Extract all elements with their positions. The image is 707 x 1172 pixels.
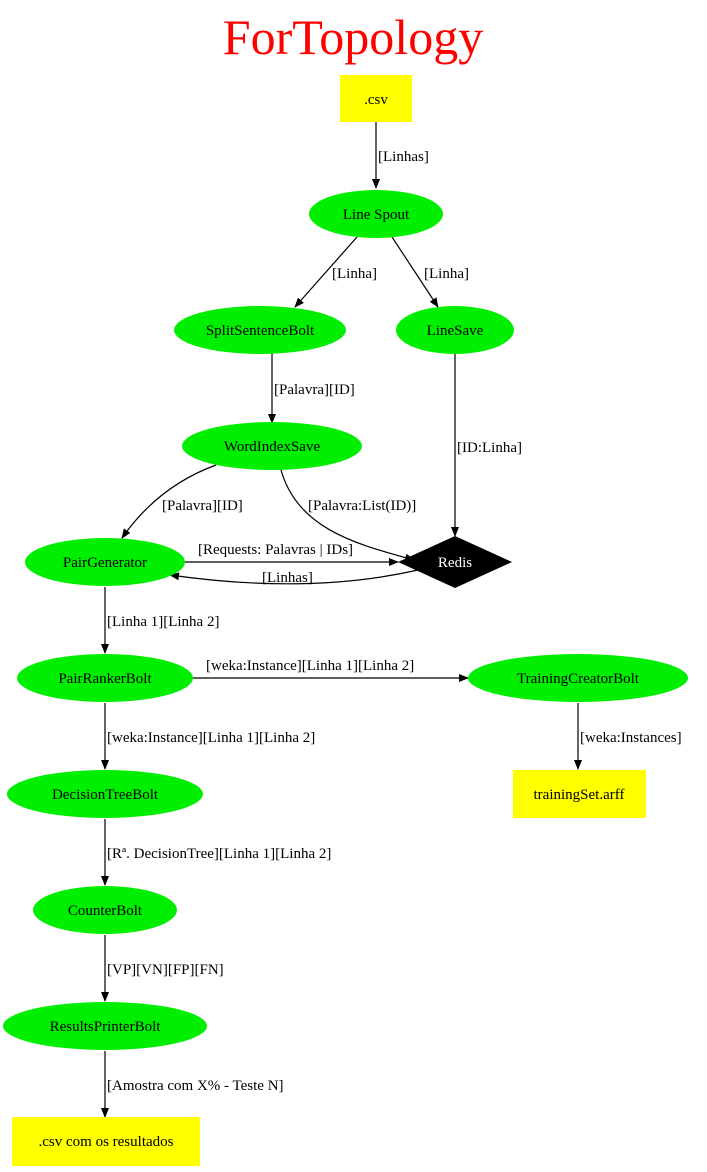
node-label: SplitSentenceBolt [206, 323, 315, 339]
node-redis: Redis [398, 536, 512, 588]
edge-linespout-to-linesave: [Linha] [391, 236, 469, 308]
node-csv-output: .csv com os resultados [12, 1117, 200, 1166]
node-results-printer-bolt: ResultsPrinterBolt [3, 1002, 207, 1050]
node-line-spout: Line Spout [309, 190, 443, 238]
diagram-title: ForTopology [223, 9, 483, 65]
node-word-index-save: WordIndexSave [182, 422, 362, 470]
node-label: PairRankerBolt [58, 671, 152, 687]
node-label: TrainingCreatorBolt [517, 671, 640, 687]
node-label: CounterBolt [68, 903, 143, 919]
edge-wordindex-to-pairgen: [Palavra][ID] [121, 464, 243, 539]
node-label: Redis [438, 555, 472, 571]
node-label: Line Spout [343, 207, 410, 223]
node-label: trainingSet.arff [534, 787, 625, 803]
edge-label: [Palavra][ID] [162, 498, 243, 514]
edge-decisiontree-to-counter: [Rª. DecisionTree][Linha 1][Linha 2] [101, 819, 331, 886]
node-pair-generator: PairGenerator [25, 538, 185, 586]
node-line-save: LineSave [396, 306, 514, 354]
edge-linespout-to-split: [Linha] [294, 236, 377, 308]
edge-label: [Palavra][ID] [274, 382, 355, 398]
edge-label: [Linha] [332, 266, 377, 282]
edge-label: [Amostra com X% - Teste N] [107, 1078, 284, 1094]
edge-label: [Linha] [424, 266, 469, 282]
edge-pairgen-to-pairranker: [Linha 1][Linha 2] [101, 587, 219, 654]
edge-label: [Linha 1][Linha 2] [107, 614, 219, 630]
node-pair-ranker-bolt: PairRankerBolt [17, 654, 193, 702]
edge-pairgen-to-redis: [Requests: Palavras | IDs] [183, 542, 399, 566]
edge-linesave-to-redis: [ID:Linha] [451, 353, 522, 537]
edge-counter-to-printer: [VP][VN][FP][FN] [101, 935, 224, 1002]
edge-pairranker-to-training: [weka:Instance][Linha 1][Linha 2] [192, 658, 469, 682]
node-label: LineSave [427, 323, 484, 339]
edge-label: [Linhas] [262, 570, 313, 586]
edge-printer-to-csvout: [Amostra com X% - Teste N] [101, 1051, 284, 1118]
node-csv-input: .csv [340, 75, 412, 122]
node-split-sentence-bolt: SplitSentenceBolt [174, 306, 346, 354]
edge-label: [Requests: Palavras | IDs] [198, 542, 353, 558]
node-decision-tree-bolt: DecisionTreeBolt [7, 770, 203, 818]
node-training-creator-bolt: TrainingCreatorBolt [468, 654, 688, 702]
node-counter-bolt: CounterBolt [33, 886, 177, 934]
edge-split-to-wordindex: [Palavra][ID] [268, 353, 355, 424]
edge-label: [VP][VN][FP][FN] [107, 962, 224, 978]
edge-wordindex-to-redis: [Palavra:List(ID)] [279, 465, 416, 562]
node-label: .csv [364, 92, 388, 108]
edge-label: [weka:Instance][Linha 1][Linha 2] [206, 658, 414, 674]
node-label: .csv com os resultados [39, 1134, 174, 1150]
node-label: PairGenerator [63, 555, 147, 571]
edge-training-to-trainingset: [weka:Instances] [574, 703, 682, 770]
node-label: ResultsPrinterBolt [50, 1019, 162, 1035]
edge-csv-to-linespout: [Linhas] [372, 122, 429, 189]
edge-label: [Palavra:List(ID)] [308, 498, 416, 514]
edge-label: [weka:Instances] [580, 730, 682, 746]
edge-label: [weka:Instance][Linha 1][Linha 2] [107, 730, 315, 746]
edge-redis-to-pairgen: [Linhas] [169, 569, 419, 586]
edge-label: [Rª. DecisionTree][Linha 1][Linha 2] [107, 846, 331, 862]
node-training-set-file: trainingSet.arff [513, 770, 646, 818]
edge-label: [Linhas] [378, 149, 429, 165]
edge-label: [ID:Linha] [457, 440, 522, 456]
node-label: WordIndexSave [224, 439, 321, 455]
node-label: DecisionTreeBolt [52, 787, 159, 803]
edge-pairranker-to-decisiontree: [weka:Instance][Linha 1][Linha 2] [101, 703, 315, 770]
